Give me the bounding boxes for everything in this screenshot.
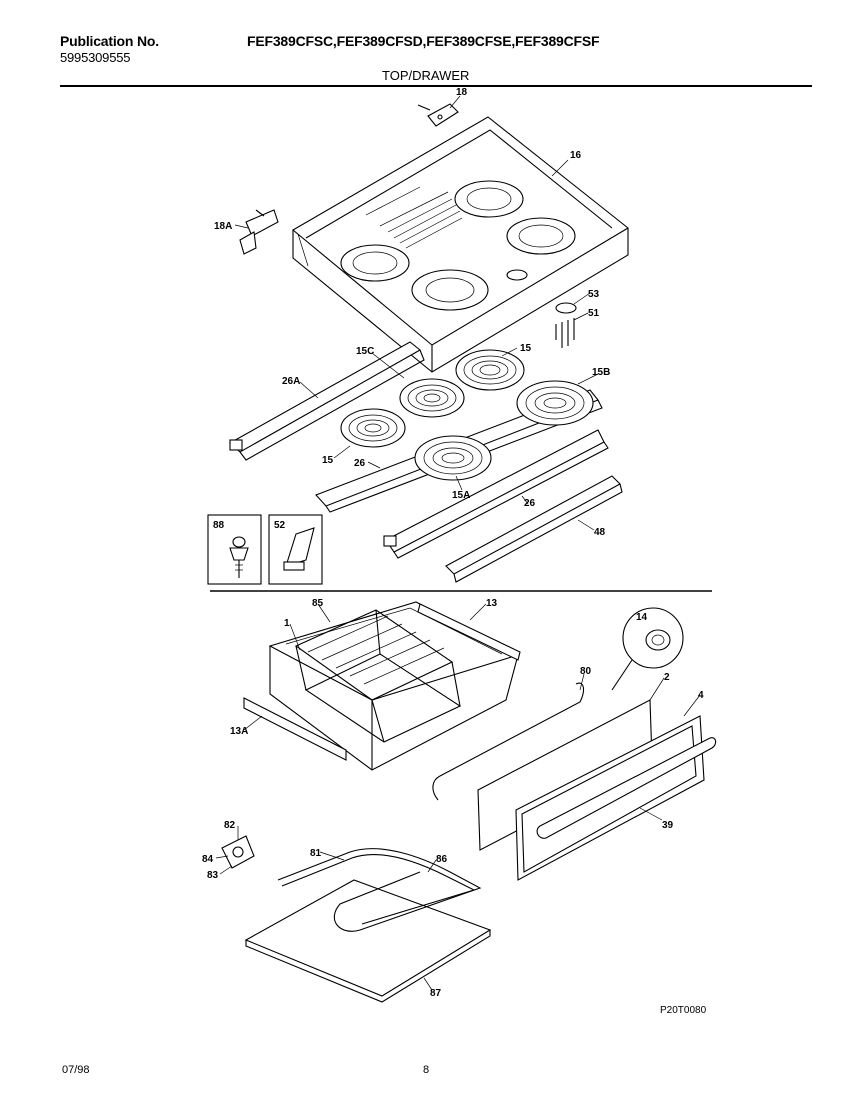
- part-label: 4: [698, 690, 704, 701]
- diagram-code: P20T0080: [660, 1005, 707, 1016]
- part-label: 15C: [356, 346, 374, 357]
- part-label: 1: [284, 618, 290, 629]
- hinge-bracket: [417, 103, 459, 127]
- inset-box-88: [207, 514, 262, 585]
- part-label: 80: [580, 666, 592, 677]
- drawer-slide-13A: [243, 697, 347, 761]
- drawer-bottom-87: [244, 879, 492, 1003]
- surface-element: [340, 408, 406, 448]
- burner-support-rail-26A: [229, 341, 425, 461]
- inset-box-52: [268, 514, 323, 585]
- part-label: 51: [588, 308, 600, 319]
- part-label: 82: [224, 820, 236, 831]
- surface-element: [414, 435, 492, 481]
- part-label: 81: [310, 848, 322, 859]
- surface-element: [516, 380, 594, 426]
- part-label: 53: [588, 289, 600, 300]
- badge-14: [611, 607, 684, 691]
- drawer-slide-13: [417, 603, 521, 661]
- terminal-bracket-82: [221, 835, 255, 869]
- part-label: 86: [436, 854, 448, 865]
- part-label: 18A: [214, 221, 232, 232]
- part-label: 13A: [230, 726, 248, 737]
- burner-support-rail-26-right: [383, 429, 609, 559]
- broil-element-81: [277, 848, 482, 932]
- part-label: 52: [274, 520, 286, 531]
- drawer-handle: [536, 737, 717, 839]
- section-title: TOP/DRAWER: [382, 68, 470, 83]
- part-label: 15B: [592, 367, 610, 378]
- surface-element: [399, 378, 465, 418]
- part-label: 87: [430, 988, 442, 999]
- model-numbers: FEF389CFSC,FEF389CFSD,FEF389CFSE,FEF389C…: [247, 33, 600, 49]
- part-label: 39: [662, 820, 674, 831]
- part-label: 13: [486, 598, 498, 609]
- part-label: 15: [322, 455, 334, 466]
- footer-date: 07/98: [62, 1064, 90, 1076]
- terminal-block: [555, 302, 577, 348]
- part-label: 14: [636, 612, 648, 623]
- leader-lines: [215, 95, 701, 991]
- part-label: 26A: [282, 376, 300, 387]
- publication-number: 5995309555: [60, 50, 131, 65]
- hinge-bracket-left: [239, 209, 279, 255]
- front-trim-48: [445, 475, 623, 583]
- part-label: 26: [354, 458, 366, 469]
- part-label: 48: [594, 527, 606, 538]
- broiler-pan-rack: [294, 609, 462, 743]
- page-number: 8: [423, 1064, 430, 1076]
- drawer-body: [268, 601, 520, 771]
- part-label: 26: [524, 498, 536, 509]
- part-label: 15: [520, 343, 532, 354]
- part-label: 2: [664, 672, 670, 683]
- header-rule: [60, 85, 812, 87]
- part-label: 84: [202, 854, 214, 865]
- part-label: 16: [570, 150, 582, 161]
- part-label: 15A: [452, 490, 470, 501]
- cooktop-glass-top: [292, 116, 629, 373]
- part-label: 88: [213, 520, 225, 531]
- part-label: 85: [312, 598, 324, 609]
- part-label: 18: [456, 87, 468, 98]
- part-label: 83: [207, 870, 219, 881]
- surface-element: [455, 349, 525, 391]
- publication-label: Publication No.: [60, 33, 159, 49]
